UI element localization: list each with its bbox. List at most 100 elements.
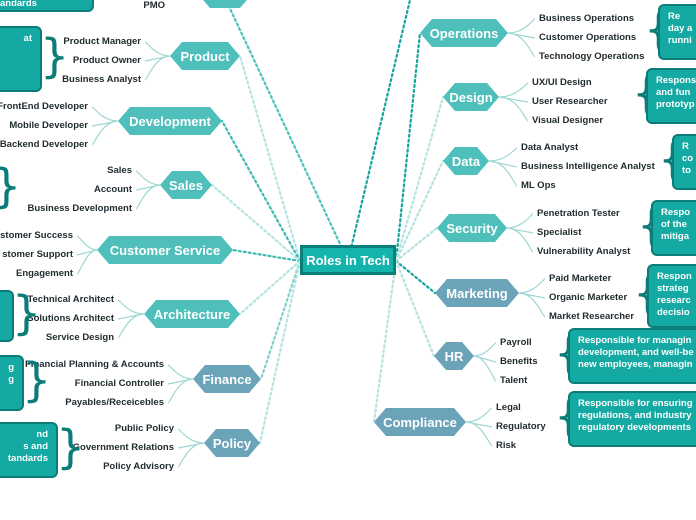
- spoke-finance: [259, 259, 302, 381]
- spoke-data: [394, 159, 445, 263]
- note-finance: g g: [0, 355, 24, 411]
- leaf-backend-developer: Backend Developer: [0, 139, 88, 150]
- brace-architecture: }: [12, 286, 42, 340]
- leaf-engagement: Engagement: [15, 268, 73, 279]
- leaf-paid-marketer: Paid Marketer: [549, 273, 612, 284]
- note-operations: Re day a runni: [658, 4, 696, 60]
- spoke-hr: [394, 259, 436, 358]
- leaf-organic-marketer: Organic Marketer: [549, 292, 628, 303]
- leaf-service-design: Service Design: [45, 332, 114, 343]
- note-data: R co to: [672, 134, 696, 190]
- leaf-legal: Legal: [496, 402, 521, 413]
- leaf-vulnerability-analyst: Vulnerability Analyst: [537, 246, 631, 257]
- leaf-business-operations: Business Operations: [539, 13, 635, 24]
- branch-product: [144, 41, 171, 81]
- leaf-mobile-developer: Mobile Developer: [9, 120, 88, 131]
- node-development[interactable]: Development: [118, 107, 222, 135]
- note-policy: nd s and tandards: [0, 422, 58, 478]
- node-finance[interactable]: Finance: [193, 365, 261, 393]
- central-node[interactable]: Roles in Tech: [300, 245, 396, 275]
- brace-policy: }: [56, 420, 86, 474]
- leaf-sales: Sales: [107, 165, 132, 176]
- branch-architecture: [117, 299, 145, 339]
- leaf-technical-architect: Technical Architect: [27, 294, 114, 305]
- node-operations[interactable]: Operations: [420, 19, 508, 47]
- branch-finance: [167, 364, 194, 404]
- brace-product: }: [40, 29, 70, 83]
- node-marketing[interactable]: Marketing: [435, 279, 519, 307]
- spoke-design: [394, 95, 445, 263]
- node-design[interactable]: Design: [443, 83, 499, 111]
- brace-sales: }: [0, 163, 21, 209]
- spoke-security: [394, 226, 439, 263]
- leaf-regulatory: Regulatory: [496, 421, 546, 432]
- spoke-customer-service: [231, 248, 302, 263]
- top-left-note-fragment: andards: [0, 0, 94, 12]
- leaf-payroll: Payroll: [500, 337, 532, 348]
- note-security: Respo of the mitiga: [651, 200, 696, 256]
- spoke-top-right: [346, 0, 412, 263]
- spoke-sales: [210, 183, 302, 263]
- leaf-product-owner: Product Owner: [72, 55, 141, 66]
- spoke-development: [220, 119, 302, 263]
- leaf-user-researcher: User Researcher: [532, 96, 608, 107]
- leaf-technology-operations: Technology Operations: [539, 51, 645, 62]
- brace-finance: }: [22, 353, 52, 407]
- node-product[interactable]: Product: [170, 42, 240, 70]
- branch-sales: [135, 170, 161, 210]
- branch-design: [498, 82, 529, 122]
- note-architecture: [0, 290, 14, 342]
- note-marketing: Respon strateg researc decisio: [647, 264, 696, 328]
- branch-operations: [507, 18, 536, 58]
- leaf-ml-ops: ML Ops: [521, 180, 556, 191]
- leaf-business-intelligence-analyst: Business Intelligence Analyst: [521, 161, 655, 172]
- branch-marketing: [518, 278, 546, 318]
- top-partial-node[interactable]: [198, 0, 252, 8]
- node-architecture[interactable]: Architecture: [144, 300, 240, 328]
- node-policy[interactable]: Policy: [204, 429, 260, 457]
- branch-policy: [177, 428, 205, 468]
- node-compliance[interactable]: Compliance: [374, 408, 466, 436]
- leaf-government-relations: Government Relations: [72, 442, 174, 453]
- pmo-label: PMO: [143, 0, 165, 11]
- branch-security: [506, 213, 534, 253]
- leaf-data-analyst: Data Analyst: [521, 142, 579, 153]
- note-text: andards: [0, 0, 37, 9]
- spoke-marketing: [394, 259, 437, 295]
- leaf-benefits: Benefits: [500, 356, 538, 367]
- leaf-account: Account: [94, 184, 132, 195]
- node-security[interactable]: Security: [437, 214, 507, 242]
- note-compliance: Responsible for ensuring regulations, an…: [568, 391, 696, 447]
- note-product: at: [0, 26, 42, 92]
- leaf-solutions-architect: Solutions Architect: [27, 313, 114, 324]
- node-customer-service[interactable]: Customer Service: [97, 236, 233, 264]
- branch-development: [91, 106, 119, 146]
- spoke-top: [224, 0, 350, 263]
- leaf-financial-planning-accounts: Financial Planning & Accounts: [25, 359, 164, 370]
- leaf-policy-advisory: Policy Advisory: [103, 461, 174, 472]
- leaf-public-policy: Public Policy: [114, 423, 174, 434]
- leaf-market-researcher: Market Researcher: [549, 311, 635, 322]
- leaf-risk: Risk: [496, 440, 517, 451]
- node-sales[interactable]: Sales: [160, 171, 212, 199]
- leaf-product-manager: Product Manager: [63, 36, 141, 47]
- note-hr: Responsible for managin development, and…: [568, 328, 696, 384]
- spoke-architecture: [238, 259, 302, 316]
- leaf-ustomer-success: ustomer Success: [0, 230, 73, 241]
- note-design: Respons and fun prototyp: [646, 68, 696, 124]
- branch-hr: [473, 342, 497, 382]
- leaf-frontend-developer: FrontEnd Developer: [0, 101, 88, 112]
- leaf-business-analyst: Business Analyst: [62, 74, 141, 85]
- leaf-financial-controller: Financial Controller: [74, 378, 164, 389]
- leaf-business-development: Business Development: [27, 203, 132, 214]
- leaf-penetration-tester: Penetration Tester: [537, 208, 620, 219]
- spoke-policy: [258, 259, 302, 445]
- branch-data: [488, 147, 518, 187]
- spoke-product: [238, 54, 302, 263]
- branch-compliance: [465, 407, 493, 447]
- leaf-stomer-support: stomer Support: [2, 249, 73, 260]
- branch-customer-service: [76, 235, 98, 275]
- leaf-specialist: Specialist: [537, 227, 582, 238]
- spoke-compliance: [372, 259, 398, 424]
